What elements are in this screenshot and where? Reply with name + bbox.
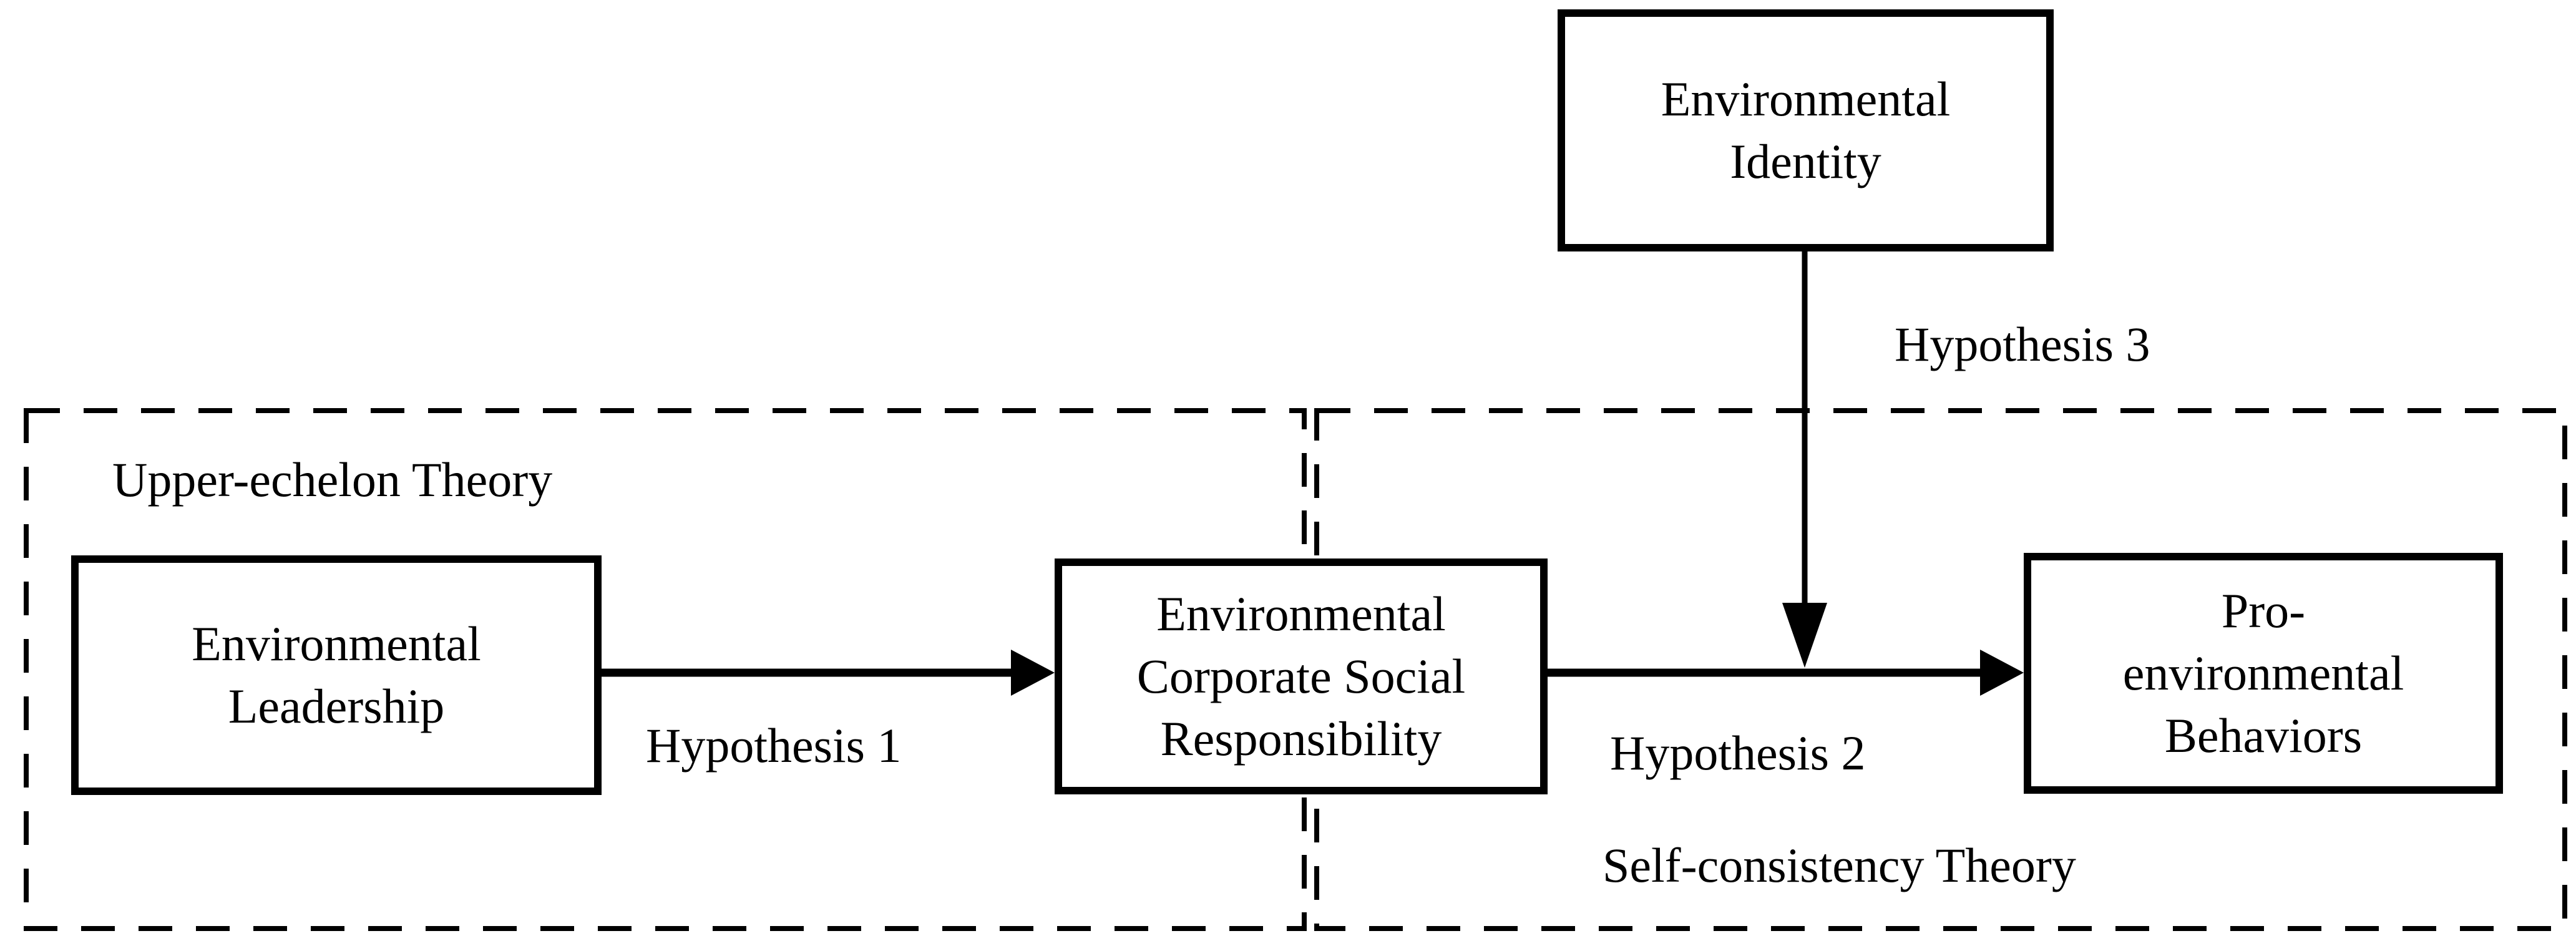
hypothesis1-label: Hypothesis 1 [646, 718, 902, 773]
environmental-leadership-label: Environmental Leadership [192, 617, 481, 733]
environmental-identity-box: Environmental Identity [1558, 9, 2054, 251]
hypothesis2-label: Hypothesis 2 [1610, 726, 1866, 780]
pro-environmental-behaviors-label: Pro- environmental Behaviors [2122, 583, 2404, 763]
hypothesis3-label: Hypothesis 3 [1895, 317, 2150, 371]
environmental-identity-label: Environmental Identity [1661, 72, 1951, 188]
upper-echelon-theory-label: Upper-echelon Theory [112, 452, 553, 507]
pro-environmental-behaviors-box: Pro- environmental Behaviors [2024, 553, 2503, 794]
hypothesis1-arrowhead-icon [1011, 650, 1055, 696]
upper-echelon-region-border [24, 408, 1307, 931]
environmental-leadership-box: Environmental Leadership [71, 555, 602, 795]
environmental-csr-label: Environmental Corporate Social Responsib… [1136, 587, 1466, 766]
hypothesis2-arrowhead-icon [1980, 650, 2024, 696]
self-consistency-theory-label: Self-consistency Theory [1603, 838, 2076, 892]
hypothesis3-arrowhead-icon [1782, 603, 1827, 668]
environmental-csr-box: Environmental Corporate Social Responsib… [1055, 558, 1548, 794]
